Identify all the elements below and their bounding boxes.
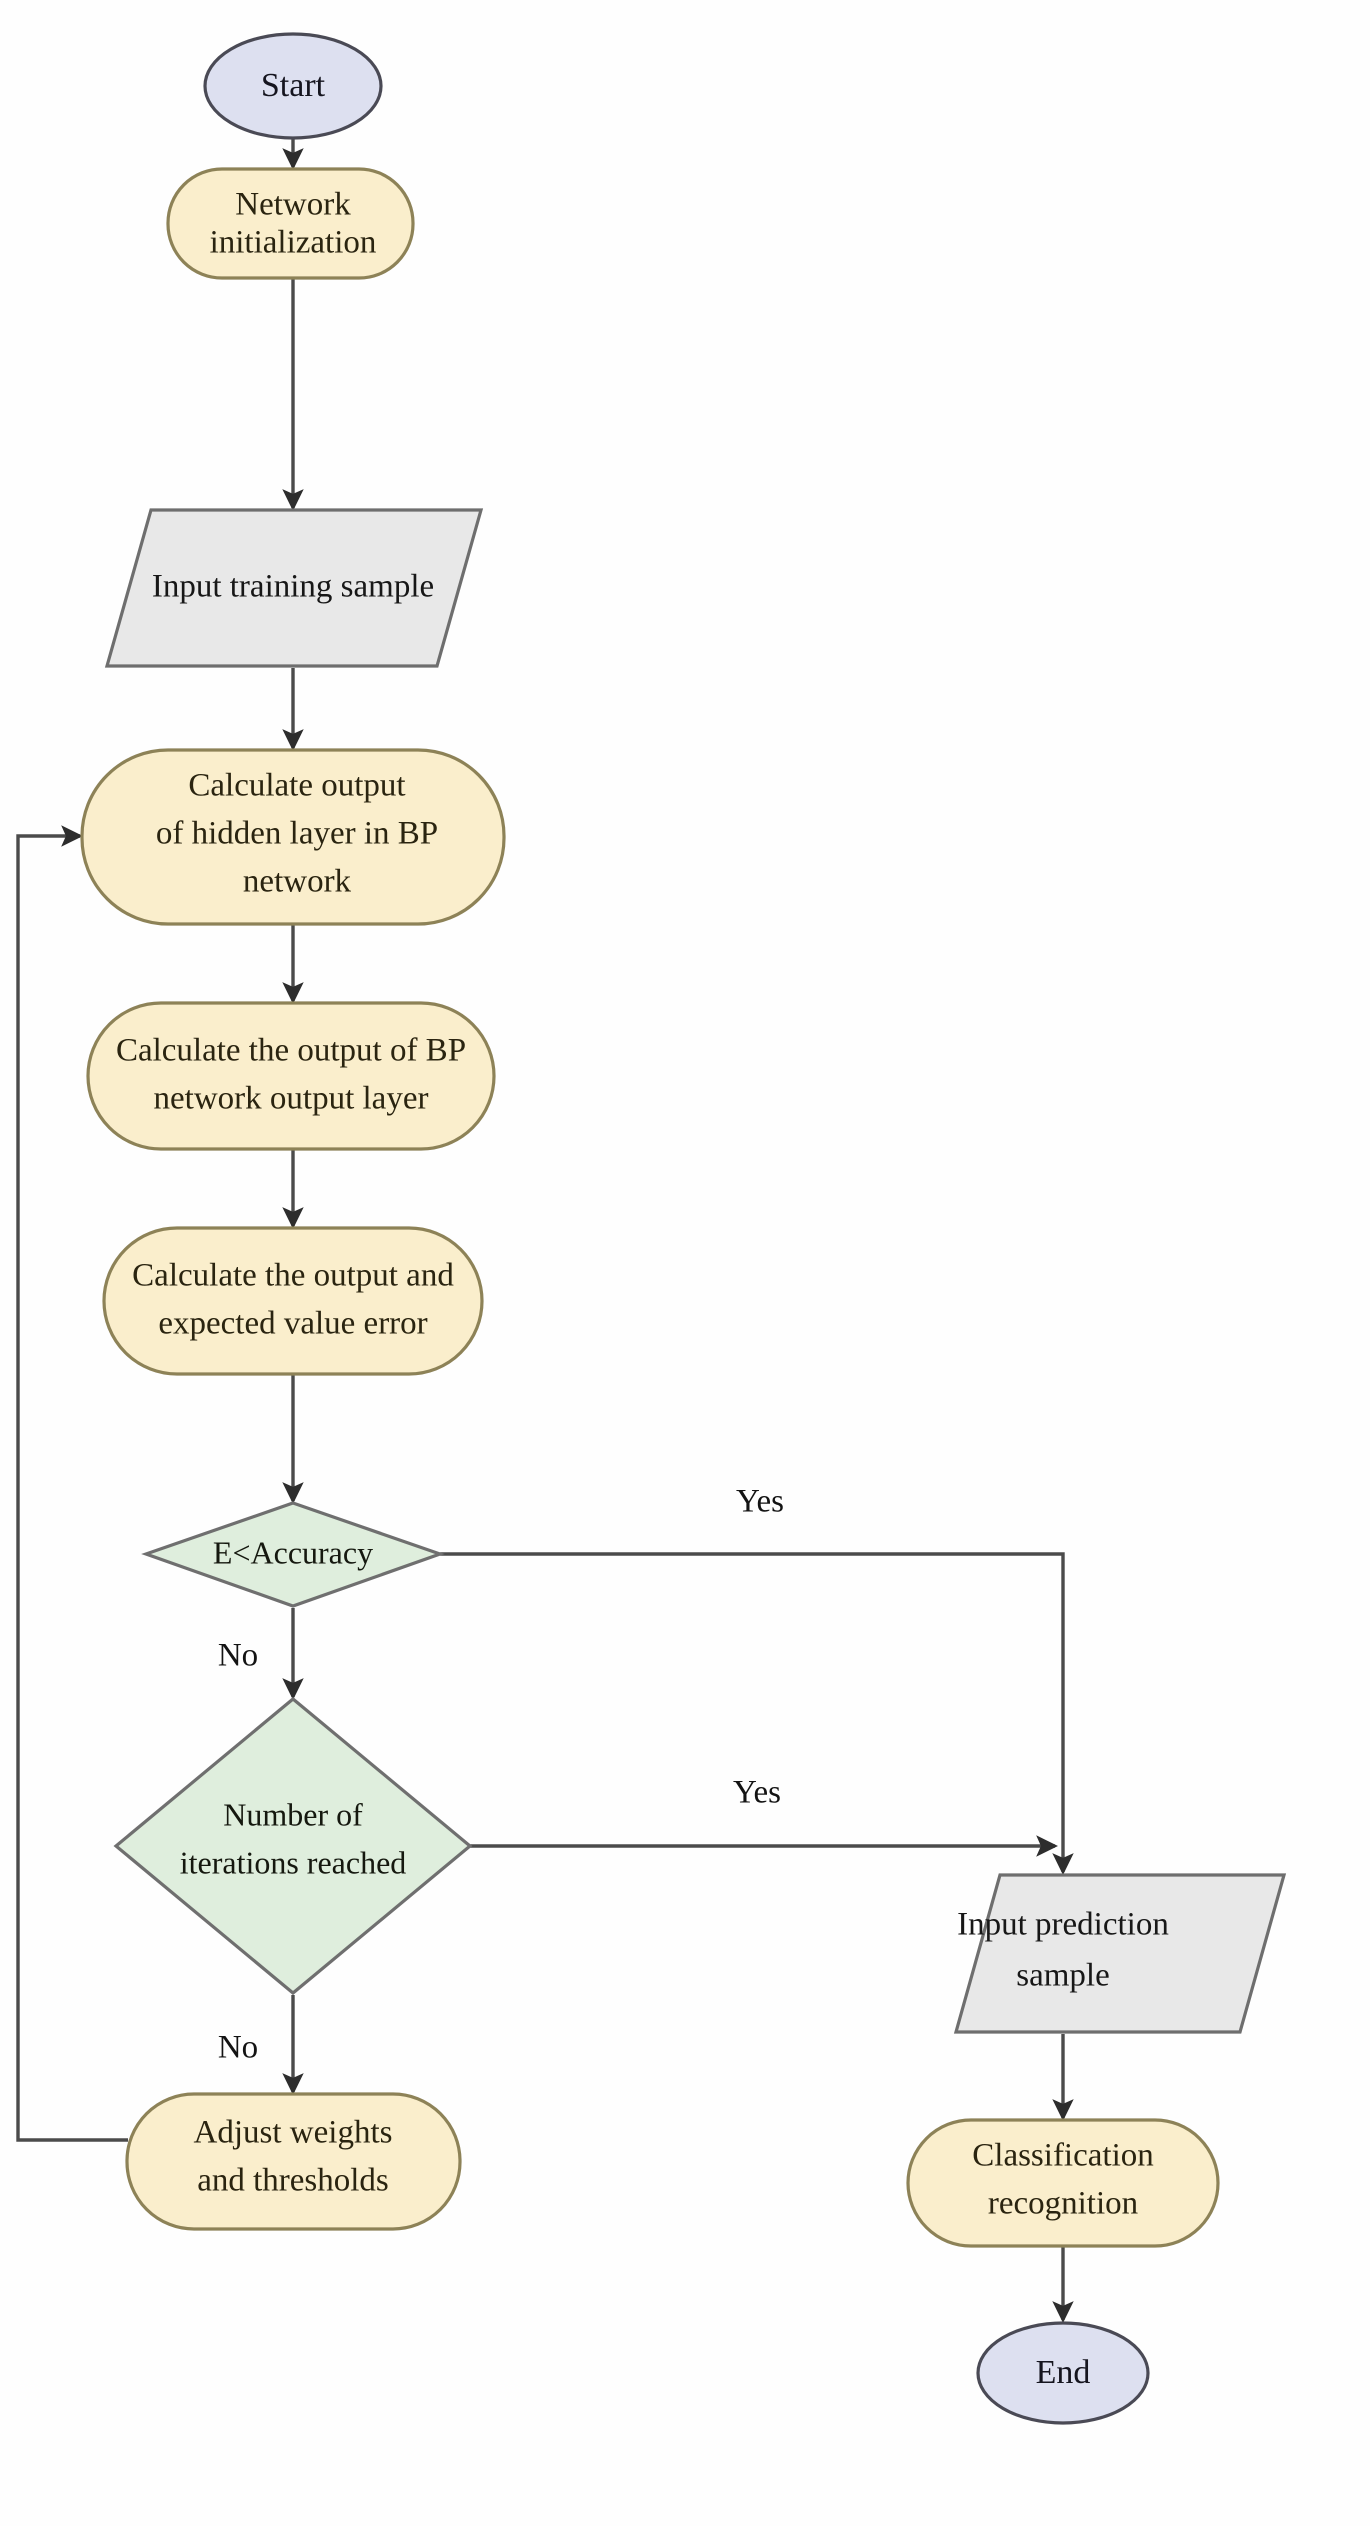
node-input-training-sample[interactable]: Input training sample: [104, 508, 484, 668]
decision-iterations-label-line2: iterations reached: [180, 1844, 407, 1880]
adjust-weights-shape: [125, 2092, 462, 2231]
network-init-label-line2: initialization: [210, 225, 377, 261]
network-init-shape: [166, 167, 415, 280]
edge-label-iterations-yes: Yes: [733, 1775, 781, 1811]
input-prediction-label-line1: Input prediction: [957, 1907, 1169, 1943]
node-adjust-weights[interactable]: Adjust weights and thresholds: [125, 2092, 462, 2231]
end-label: End: [1036, 2354, 1091, 2391]
calc-hidden-shape: [80, 748, 506, 926]
end-ellipse-shape: [976, 2321, 1150, 2425]
start-label: Start: [261, 67, 326, 104]
decision-iterations-shape: [113, 1696, 473, 1996]
input-training-label: Input training sample: [152, 569, 434, 605]
classification-label-line2: recognition: [988, 2186, 1138, 2222]
node-calculate-hidden-layer-output[interactable]: Calculate output of hidden layer in BP n…: [80, 748, 506, 926]
node-network-initialization[interactable]: Network initialization: [166, 167, 415, 280]
calc-hidden-label-line1: Calculate output: [188, 768, 405, 804]
input-training-shape: [104, 508, 484, 668]
input-prediction-label-line2: sample: [1016, 1958, 1109, 1994]
decision-accuracy-shape: [141, 1501, 445, 1608]
node-decision-accuracy[interactable]: E<Accuracy: [141, 1501, 445, 1608]
edge-accuracy-yes-to-prediction: [440, 1552, 1074, 1875]
node-decision-iterations[interactable]: Number of iterations reached: [113, 1696, 473, 1996]
calc-error-shape: [102, 1226, 484, 1376]
node-end[interactable]: End: [976, 2321, 1150, 2425]
calc-error-label-line1: Calculate the output and: [132, 1258, 454, 1294]
decision-iterations-label-line1: Number of: [223, 1796, 363, 1832]
node-classification-recognition[interactable]: Classification recognition: [906, 2118, 1220, 2248]
edge-labels-layer: Yes No Yes No: [218, 1484, 784, 2066]
adjust-weights-label-line1: Adjust weights: [194, 2115, 393, 2151]
adjust-weights-label-line2: and thresholds: [197, 2163, 389, 2199]
node-input-prediction-sample[interactable]: Input prediction sample: [953, 1873, 1287, 2034]
node-calculate-error[interactable]: Calculate the output and expected value …: [102, 1226, 484, 1376]
node-calculate-output-layer[interactable]: Calculate the output of BP network outpu…: [86, 1001, 496, 1151]
decision-accuracy-label: E<Accuracy: [213, 1534, 373, 1570]
calc-hidden-label-line3: network: [243, 864, 352, 900]
edge-label-accuracy-no: No: [218, 1638, 258, 1674]
network-init-label-line1: Network: [235, 187, 351, 223]
edges-layer: [16, 139, 1074, 2323]
edge-label-accuracy-yes: Yes: [736, 1484, 784, 1520]
calc-hidden-label-line2: of hidden layer in BP: [156, 816, 438, 852]
node-start[interactable]: Start: [203, 32, 383, 140]
calc-error-label-line2: expected value error: [158, 1306, 427, 1342]
calc-output-layer-label-line2: network output layer: [154, 1081, 429, 1117]
classification-label-line1: Classification: [972, 2138, 1153, 2174]
edge-label-iterations-no: No: [218, 2030, 258, 2066]
calc-output-layer-shape: [86, 1001, 496, 1151]
classification-shape: [906, 2118, 1220, 2248]
start-ellipse-shape: [203, 32, 383, 140]
calc-output-layer-label-line1: Calculate the output of BP: [116, 1033, 466, 1069]
edge-adjust-feedback-to-calc-hidden: [16, 825, 128, 2142]
input-prediction-shape: [953, 1873, 1287, 2034]
